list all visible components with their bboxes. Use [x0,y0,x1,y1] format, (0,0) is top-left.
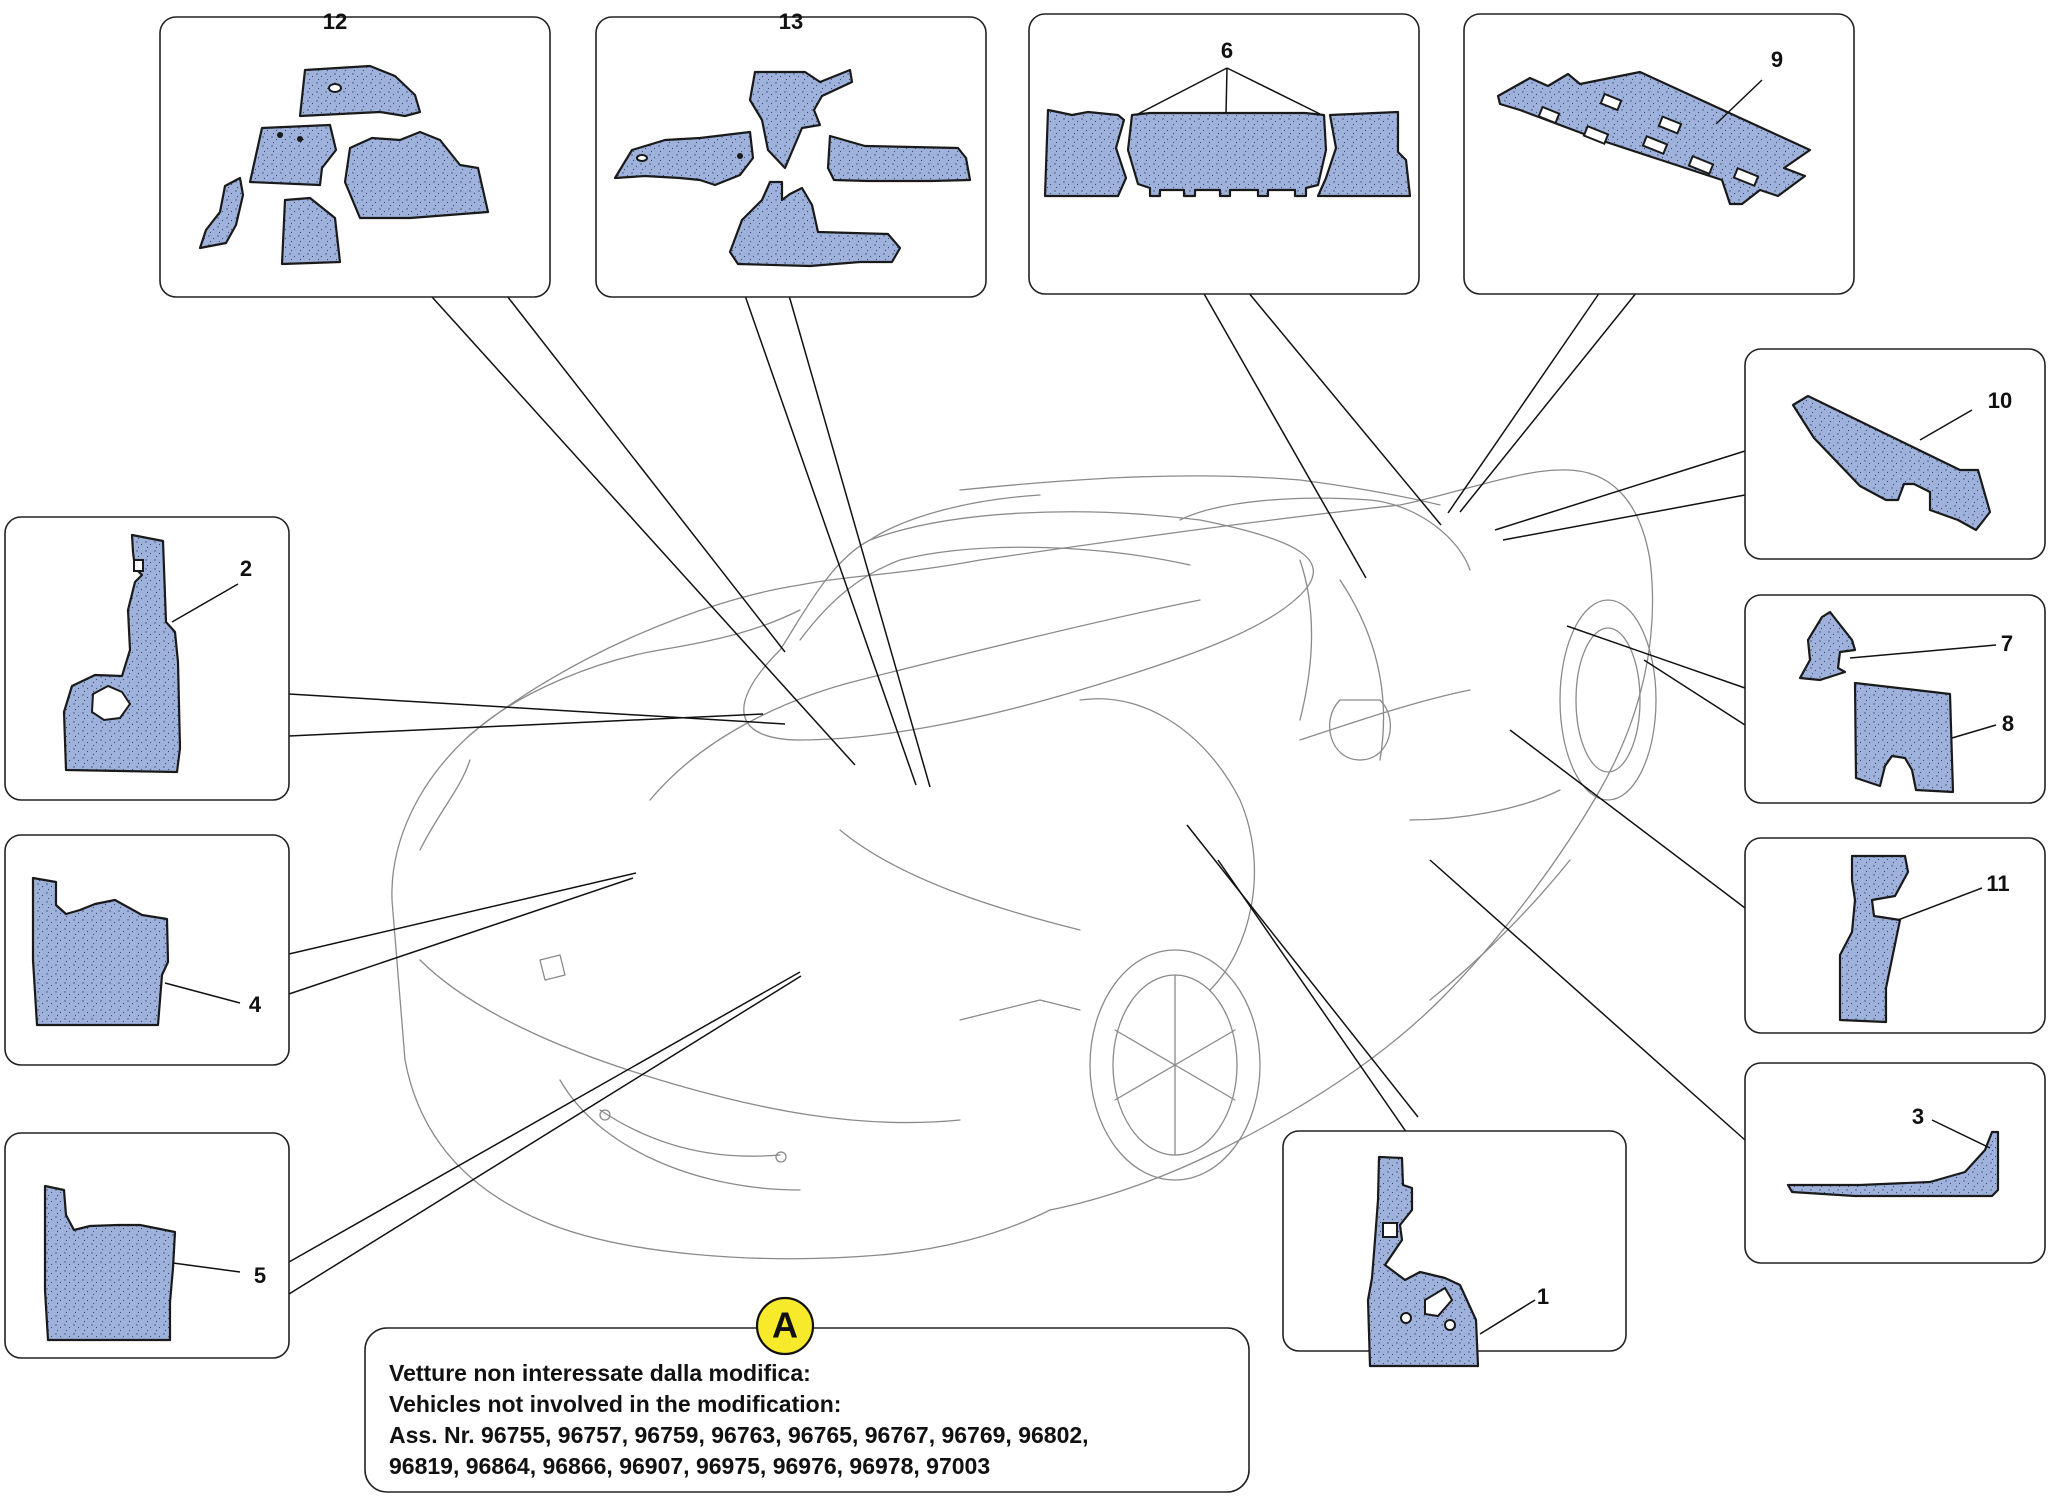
leader-lines [288,286,1746,1295]
callout-label-7: 7 [2001,631,2013,656]
callout-box-6[interactable] [1028,13,1420,295]
part-3-strip [1786,1130,2000,1198]
part-5-pad [43,1184,177,1342]
callout-label-9: 9 [1771,47,1783,72]
note-line-4: 96819, 96864, 96866, 96907, 96975, 96976… [389,1453,990,1479]
part-1-pad [1366,1155,1480,1368]
callout-numbers: 12 13 6 9 10 7 8 11 3 1 2 4 5 [240,9,2014,1309]
callout-box-2[interactable] [4,516,290,801]
callout-label-4: 4 [249,992,262,1017]
callout-box-11[interactable] [1744,837,2046,1034]
callout-box-12[interactable] [159,16,551,298]
callout-label-8: 8 [2002,711,2014,736]
callout-label-12: 12 [323,9,347,34]
callout-box-7-8[interactable] [1744,594,2046,804]
note-line-2: Vehicles not involved in the modificatio… [389,1391,841,1417]
note-badge: A [755,1296,815,1356]
part-10-pad [1791,394,1992,532]
callout-label-1: 1 [1537,1284,1549,1309]
callout-label-3: 3 [1912,1104,1924,1129]
callout-box-9[interactable] [1463,13,1855,295]
callout-label-2: 2 [240,556,252,581]
part-13-fragments [613,68,972,268]
callout-box-5[interactable] [4,1132,290,1359]
note-line-1: Vetture non interessate dalla modifica: [389,1360,811,1386]
part-9-strip [1496,70,1812,206]
callout-label-5: 5 [254,1263,266,1288]
callout-label-6: 6 [1221,38,1233,63]
callout-label-10: 10 [1988,388,2012,413]
part-4-pad [31,876,170,1027]
callout-label-11: 11 [1986,871,2009,896]
part-11-pad [1838,854,1910,1024]
callout-box-1[interactable] [1282,1130,1627,1368]
note-line-3: Ass. Nr. 96755, 96757, 96759, 96763, 967… [389,1422,1089,1448]
callout-box-4[interactable] [4,834,290,1066]
part-6-panels [1043,108,1412,198]
car-outline [391,469,1657,1260]
part-2-pad [62,533,182,774]
note-badge-letter: A [772,1305,798,1346]
part-8-block [1853,681,1955,794]
callout-box-10[interactable] [1744,348,2046,560]
part-7-bracket [1798,610,1857,682]
callout-label-13: 13 [779,9,803,34]
part-12-fragments [198,64,490,266]
callout-box-13[interactable] [595,16,987,298]
note-text: Vetture non interessate dalla modifica: … [389,1360,1089,1479]
callout-box-3[interactable] [1744,1062,2046,1264]
